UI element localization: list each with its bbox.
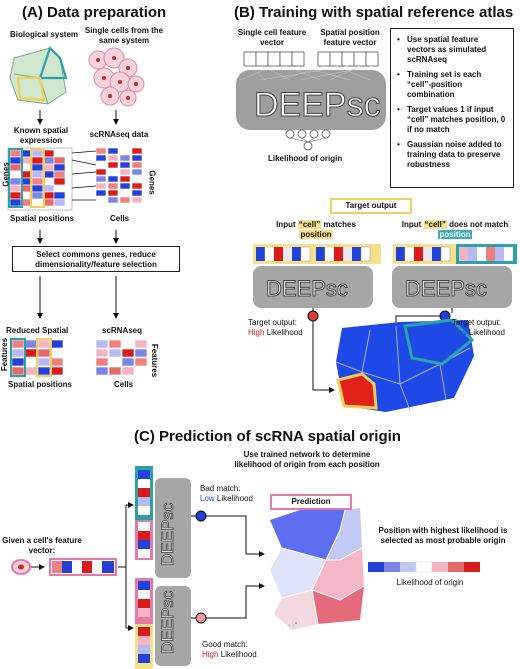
given-feature-vector — [49, 558, 117, 576]
bio-system-label: Biological system — [9, 30, 79, 39]
spatial-fv-label: Spatial position feature vector — [320, 28, 380, 47]
deepsc-match-block — [253, 266, 373, 308]
deepsc-nomatch-label: DEEPsc — [405, 276, 488, 302]
bullet-1: Use spatial feature vectors as simulated… — [397, 35, 507, 65]
bad-match-label: Bad match: Low Likelihood — [200, 484, 253, 503]
genes-right-label: Genes — [147, 170, 157, 195]
deepsc-title-large: DEEPsc — [254, 86, 382, 125]
select-genes-box: Select commons genes, reduce dimensional… — [12, 246, 180, 272]
scrnaseq-reduced-label: scRNAseq — [102, 326, 143, 335]
nomatch-input-vector — [393, 244, 517, 264]
spatial-positions2-label: Spatial positions — [8, 380, 73, 389]
single-cell-vector-boxes — [243, 51, 305, 67]
cells-label: Cells — [110, 214, 130, 223]
deepsc-match-label: DEEPsc — [266, 276, 349, 302]
highest-likelihood-note: Position with highest likelihood is sele… — [378, 526, 508, 545]
target-output-box: Target output — [330, 198, 412, 214]
spatial-map-training — [335, 318, 475, 412]
network-connections — [239, 65, 373, 81]
panel-c-title: (C) Prediction of scRNA spatial origin — [134, 428, 401, 445]
deepsc-top-block — [155, 478, 191, 578]
match-input-vector — [253, 244, 381, 264]
match-heading: Input “cell” matches position — [276, 220, 356, 239]
training-notes-box: Use spatial feature vectors as simulated… — [390, 28, 514, 188]
nomatch-heading: Input “cell” does not match position — [401, 220, 509, 239]
stray-mark: · ·° — [288, 622, 298, 629]
bullet-4: Gaussian noise added to training data to… — [397, 140, 507, 170]
high-likelihood-node — [195, 612, 207, 624]
scrnaseq-heatmap — [95, 147, 143, 204]
likelihood-of-origin-label: Likelihood of origin — [268, 154, 343, 163]
single-cells-cluster — [88, 47, 145, 107]
reduced-scrnaseq-heatmap — [95, 339, 148, 376]
likelihood-colorbar — [368, 561, 480, 573]
known-spatial-heatmap — [7, 147, 73, 211]
given-cell-label: Given a cell's feature vector: — [2, 536, 82, 555]
bullet-3: Target values 1 if input “cell” matches … — [397, 105, 507, 135]
single-cell-fv-label: Single cell feature vector — [237, 28, 307, 47]
low-likelihood-node — [195, 510, 207, 522]
genes-left-label: Genes — [1, 162, 11, 187]
high-target-output-label: Target output: High Likelihood — [248, 318, 303, 337]
network-output-nodes — [285, 129, 331, 151]
position-vectors-bottom — [135, 578, 153, 669]
position-vectors-top — [135, 466, 153, 560]
deepsc-bottom-label: DEEPsc — [158, 590, 178, 654]
deepsc-nomatch-block — [392, 266, 512, 308]
prediction-box: Prediction — [270, 494, 352, 510]
panel-b-title: (B) Training with spatial reference atla… — [234, 4, 514, 21]
use-trained-network-label: Use trained network to determine likelih… — [234, 450, 380, 469]
reduced-spatial-heatmap — [10, 338, 64, 377]
prediction-map — [270, 508, 365, 630]
features-right-label: Features — [150, 343, 160, 378]
deepsc-top-label: DEEPsc — [158, 502, 178, 566]
single-cells-label: Single cells from the same system — [84, 26, 164, 45]
features-left-label: Features — [0, 337, 10, 372]
bullet-2: Training set is each “cell”-position com… — [397, 70, 507, 100]
reduced-spatial-label: Reduced Spatial — [6, 326, 69, 335]
known-spatial-label: Known spatial expression — [13, 126, 69, 145]
spatial-positions-label: Spatial positions — [10, 214, 75, 223]
low-target-output-label: Target output: Low Likelihood — [452, 318, 505, 337]
spatial-vector-boxes — [317, 51, 379, 67]
deepsc-network-body — [236, 70, 386, 130]
biological-system-shape — [9, 45, 68, 105]
good-match-label: Good match: High Likelihood — [202, 640, 257, 659]
colorbar-label: Likelihood of origin — [396, 578, 464, 587]
cells2-label: Cells — [114, 380, 134, 389]
panel-a-title: (A) Data preparation — [22, 4, 167, 21]
high-output-node — [307, 310, 319, 322]
deepsc-bottom-block — [155, 586, 191, 666]
scrnaseq-data-label: scRNAseq data — [89, 130, 149, 139]
